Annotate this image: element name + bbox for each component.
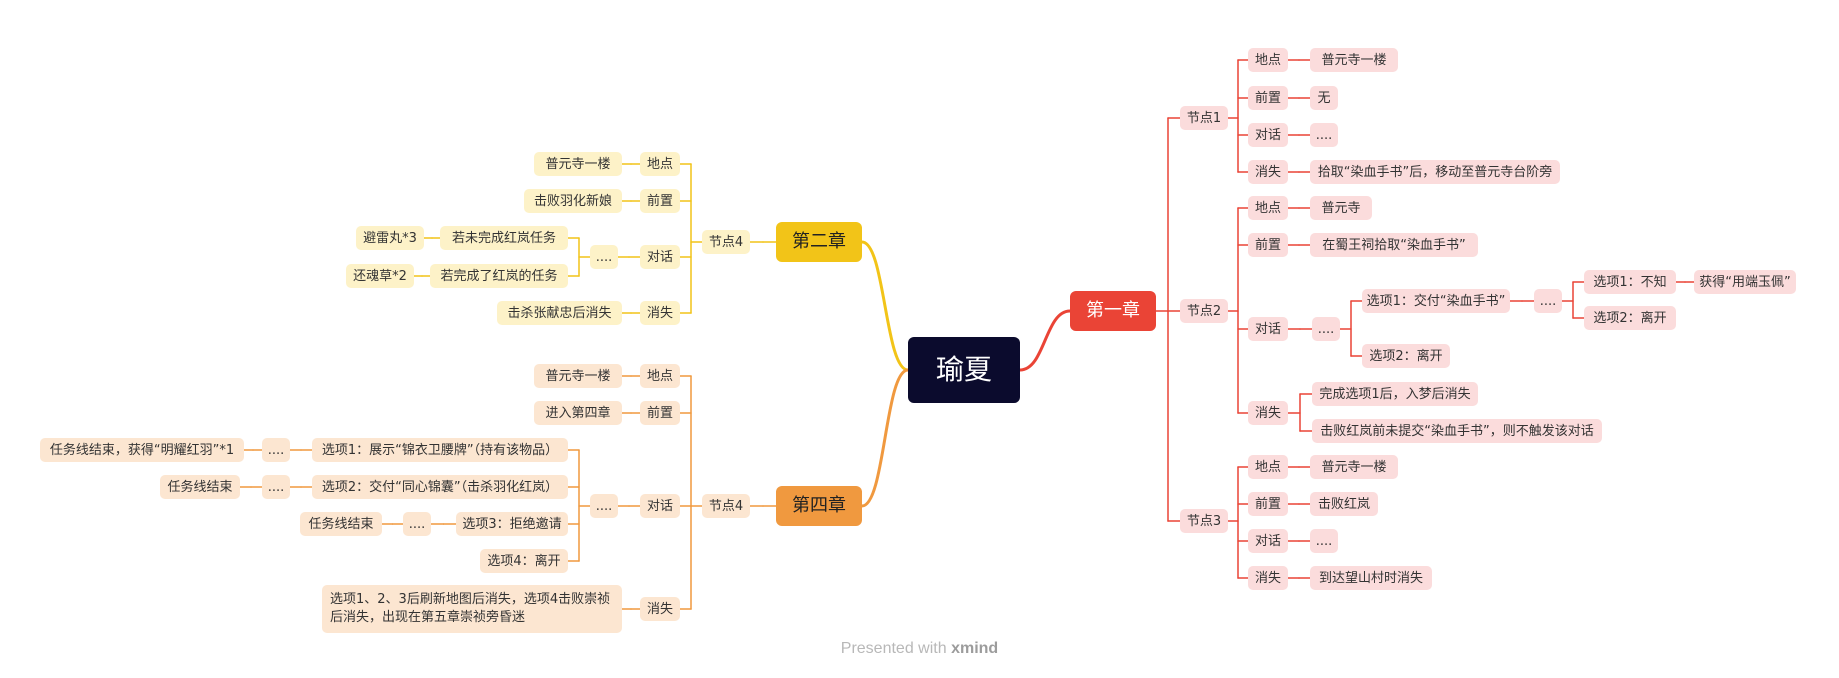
ch1-node1[interactable]: 节点1	[1180, 106, 1228, 130]
ch1-node2-option1[interactable]: 选项1：交付“染血手书”	[1362, 289, 1510, 313]
ch2-location-key[interactable]: 地点	[640, 152, 680, 176]
ch4-prereq-key[interactable]: 前置	[640, 401, 680, 425]
ch1-node2-vanish-key[interactable]: 消失	[1248, 401, 1288, 425]
connector	[860, 240, 910, 372]
ch1-node2-vanish2[interactable]: 击败红岚前未提交“染血手书”，则不触发该对话	[1312, 419, 1602, 443]
ch1-node1-prereq[interactable]: 无	[1310, 86, 1338, 110]
ch1-node2-dialog[interactable]: ....	[1312, 317, 1340, 341]
ch1-node1-dialog[interactable]: ....	[1310, 123, 1338, 147]
ch1-node1-prereq-key[interactable]: 前置	[1248, 86, 1288, 110]
ch4-option1[interactable]: 选项1：展示“锦衣卫腰牌”（持有该物品）	[312, 438, 568, 462]
ch2-dialog[interactable]: ....	[590, 245, 618, 269]
ch1-node2-option2[interactable]: 选项2：离开	[1362, 344, 1450, 368]
ch2-prereq[interactable]: 击败羽化新娘	[524, 189, 622, 213]
ch2-condition1[interactable]: 若未完成红岚任务	[440, 226, 568, 250]
ch1-node1-dialog-key[interactable]: 对话	[1248, 123, 1288, 147]
ch2-condition2[interactable]: 若完成了红岚的任务	[430, 264, 568, 288]
ch1-node2-prereq[interactable]: 在蜀王祠拾取“染血手书”	[1310, 233, 1478, 257]
ch1-node3-vanish-key[interactable]: 消失	[1248, 566, 1288, 590]
ch1-node2-option1-sub1-result[interactable]: 获得“用端玉佩”	[1694, 270, 1796, 294]
ch2-node4[interactable]: 节点4	[702, 230, 750, 254]
xmind-logo: xmind	[951, 640, 999, 657]
ch4-option2-dialog[interactable]: ....	[262, 475, 290, 499]
connector	[1018, 309, 1072, 372]
footer-prefix: Presented with	[840, 640, 947, 657]
ch1-node3-prereq[interactable]: 击败红岚	[1310, 492, 1378, 516]
ch1-node2-dialog-key[interactable]: 对话	[1248, 317, 1288, 341]
ch2-dialog-key[interactable]: 对话	[640, 245, 680, 269]
ch1-node3[interactable]: 节点3	[1180, 509, 1228, 533]
ch4-location[interactable]: 普元寺一楼	[534, 364, 622, 388]
ch1-node1-vanish-key[interactable]: 消失	[1248, 160, 1288, 184]
ch4-option3-dialog[interactable]: ....	[403, 512, 431, 536]
ch4-vanish-key[interactable]: 消失	[640, 597, 680, 621]
ch4-dialog[interactable]: ....	[590, 494, 618, 518]
chapter1-topic[interactable]: 第一章	[1070, 291, 1156, 331]
ch1-node2-location[interactable]: 普元寺	[1310, 196, 1372, 220]
ch1-node3-dialog[interactable]: ....	[1310, 529, 1338, 553]
ch4-option2[interactable]: 选项2：交付“同心锦囊”（击杀羽化红岚）	[312, 475, 568, 499]
connector	[860, 368, 910, 508]
ch4-dialog-key[interactable]: 对话	[640, 494, 680, 518]
ch1-node2[interactable]: 节点2	[1180, 299, 1228, 323]
ch4-option3-result[interactable]: 任务线结束	[300, 512, 382, 536]
ch2-condition1-result[interactable]: 避雷丸*3	[356, 226, 424, 250]
ch4-option3[interactable]: 选项3：拒绝邀请	[456, 512, 568, 536]
ch4-option1-dialog[interactable]: ....	[262, 438, 290, 462]
ch2-condition2-result[interactable]: 还魂草*2	[346, 264, 414, 288]
ch1-node3-vanish[interactable]: 到达望山村时消失	[1310, 566, 1432, 590]
ch1-node2-option1-dialog[interactable]: ....	[1534, 289, 1562, 313]
ch1-node2-option1-sub1[interactable]: 选项1：不知	[1584, 270, 1676, 294]
root-topic[interactable]: 瑜夏	[908, 337, 1020, 403]
ch4-option1-result[interactable]: 任务线结束，获得“明耀红羽”*1	[40, 438, 244, 462]
ch2-vanish[interactable]: 击杀张献忠后消失	[497, 301, 622, 325]
ch4-option4[interactable]: 选项4：离开	[480, 549, 568, 573]
ch2-vanish-key[interactable]: 消失	[640, 301, 680, 325]
ch4-prereq[interactable]: 进入第四章	[534, 401, 622, 425]
ch1-node2-vanish1[interactable]: 完成选项1后，入梦后消失	[1312, 382, 1478, 406]
ch1-node2-prereq-key[interactable]: 前置	[1248, 233, 1288, 257]
ch1-node3-dialog-key[interactable]: 对话	[1248, 529, 1288, 553]
ch1-node2-option1-sub2[interactable]: 选项2：离开	[1584, 306, 1676, 330]
ch1-node3-location-key[interactable]: 地点	[1248, 455, 1288, 479]
ch1-node1-vanish[interactable]: 拾取“染血手书”后，移动至普元寺台阶旁	[1310, 160, 1560, 184]
ch1-node3-prereq-key[interactable]: 前置	[1248, 492, 1288, 516]
ch1-node1-location-key[interactable]: 地点	[1248, 48, 1288, 72]
ch1-node1-location[interactable]: 普元寺一楼	[1310, 48, 1398, 72]
ch2-prereq-key[interactable]: 前置	[640, 189, 680, 213]
ch4-location-key[interactable]: 地点	[640, 364, 680, 388]
ch4-vanish[interactable]: 选项1、2、3后刷新地图后消失，选项4击败崇祯后消失，出现在第五章崇祯旁昏迷	[322, 585, 622, 633]
ch1-node2-location-key[interactable]: 地点	[1248, 196, 1288, 220]
footer: Presented with xmind	[0, 640, 1839, 658]
ch4-node4[interactable]: 节点4	[702, 494, 750, 518]
ch2-location[interactable]: 普元寺一楼	[534, 152, 622, 176]
chapter4-topic[interactable]: 第四章	[776, 486, 862, 526]
ch4-option2-result[interactable]: 任务线结束	[160, 475, 240, 499]
ch1-node3-location[interactable]: 普元寺一楼	[1310, 455, 1398, 479]
chapter2-topic[interactable]: 第二章	[776, 222, 862, 262]
